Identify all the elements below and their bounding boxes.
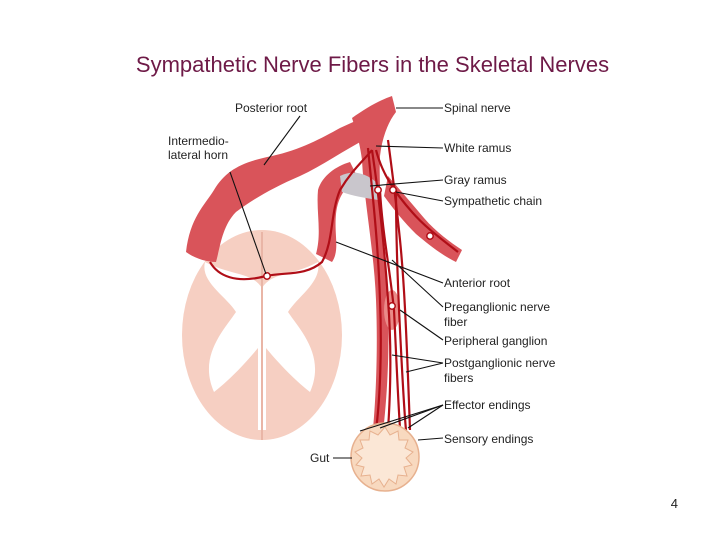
label-sensory-endings: Sensory endings [444,432,534,446]
slide-title: Sympathetic Nerve Fibers in the Skeletal… [135,52,610,77]
spinal-cord [182,230,342,440]
gut-illustration [350,422,420,492]
page-number: 4 [670,496,678,511]
label-peripheral-ganglion: Peripheral ganglion [444,334,548,348]
label-preganglionic-line2: fiber [444,315,468,329]
leader-lines [229,107,444,459]
posterior-root-shape [186,118,368,262]
synapse-markers [263,186,434,310]
label-gut: Gut [310,451,330,465]
label-intermediolateral-horn-line2: lateral horn [168,148,229,162]
label-anterior-root: Anterior root [444,276,511,290]
label-preganglionic-line1: Preganglionic nerve [444,300,551,314]
label-postganglionic-line2: fibers [444,371,474,385]
spinal-nerve-shape [352,96,396,440]
label-postganglionic-line1: Postganglionic nerve [444,356,556,370]
gray-ramus-shape [340,172,378,200]
label-posterior-root: Posterior root [235,101,308,115]
label-spinal-nerve: Spinal nerve [444,101,511,115]
label-sympathetic-chain: Sympathetic chain [444,194,543,208]
label-gray-ramus: Gray ramus [444,173,507,187]
label-white-ramus: White ramus [444,141,512,155]
label-effector-endings: Effector endings [444,398,531,412]
anterior-root-shape [316,162,358,262]
label-intermediolateral-horn-line1: Intermedio- [168,134,229,148]
